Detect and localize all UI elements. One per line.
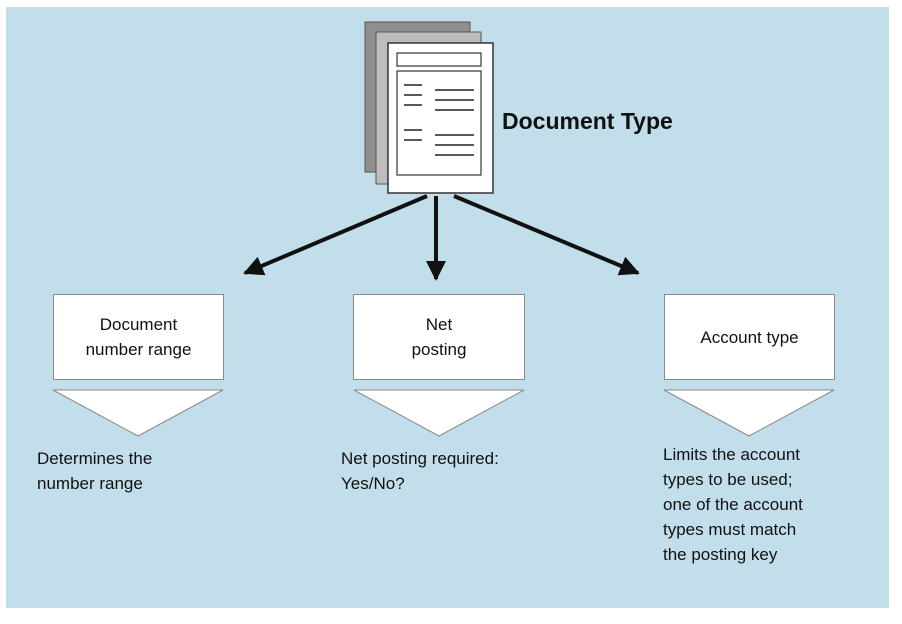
description-line: Net posting required: [341,449,499,468]
description-line: the posting key [663,545,778,564]
document-stack-icon [364,21,494,194]
document-number-range-box: Document number range [53,294,224,380]
description-line: Yes/No? [341,474,405,493]
description-document-number-range: Determines the number range [37,446,152,496]
description-net-posting: Net posting required: Yes/No? [341,446,499,496]
description-line: Limits the account [663,445,801,464]
description-line: number range [37,474,143,493]
box-label-line: Net [425,315,453,334]
pointer-triangles [52,389,835,437]
box-label-line: number range [85,340,192,359]
description-account-type: Limits the account types to be used; one… [663,442,803,567]
triangle-net-posting [353,389,525,437]
diagram-title: Document Type [502,108,673,134]
net-posting-box: Net posting [353,294,525,380]
triangle-account-type [663,389,835,437]
account-type-box: Account type [664,294,835,380]
description-line: Determines the [37,449,153,468]
arrow-to-document-number-range [243,194,428,276]
description-line: types to be used; [663,470,793,489]
box-label-line: Account type [700,327,799,347]
connector-arrows [243,194,640,281]
description-line: one of the account [663,495,803,514]
arrow-to-account-type [453,194,640,276]
description-line: types must match [663,520,797,539]
box-label-line: Document [99,315,178,334]
triangle-document-number-range [52,389,224,437]
box-label-line: posting [411,340,467,359]
